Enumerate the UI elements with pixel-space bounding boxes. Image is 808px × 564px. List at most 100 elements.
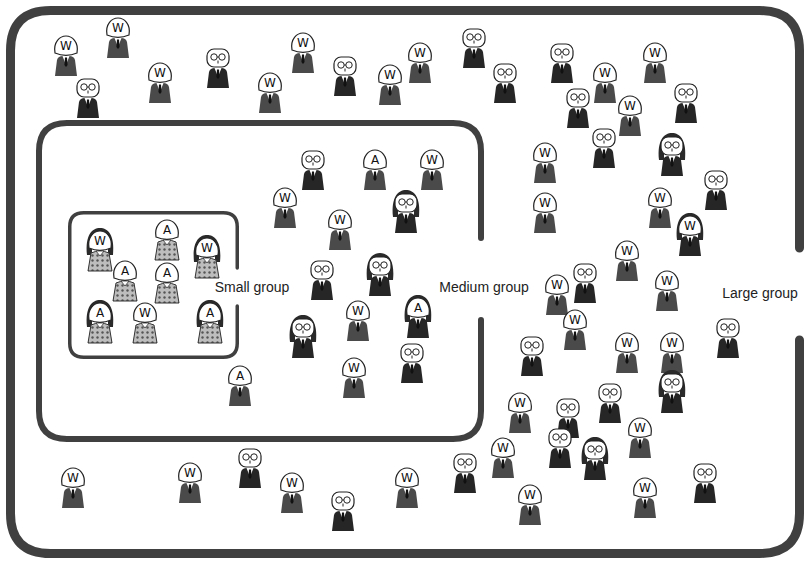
person-figure [659, 133, 686, 176]
person-figure [311, 261, 333, 300]
person-figure [87, 300, 114, 343]
person-figure [549, 429, 571, 468]
person-figure [229, 366, 252, 406]
person-figure [379, 65, 402, 105]
person-figure [207, 49, 229, 88]
group-region: Medium groupSmall group [36, 120, 484, 442]
person-figure [661, 333, 684, 373]
person-figure [574, 264, 596, 303]
head-letter: A [371, 154, 379, 166]
head-letter: A [121, 265, 129, 277]
head-letter: W [60, 40, 72, 52]
head-letter: W [112, 22, 124, 34]
head-letter: W [384, 69, 396, 81]
person-figure [155, 263, 179, 303]
person-figure [677, 213, 704, 256]
person-figure [659, 370, 686, 413]
head-letter: W [551, 279, 563, 291]
person-figure [454, 454, 476, 493]
person-figure [55, 36, 78, 76]
person-figure [546, 275, 569, 315]
head-letter: W [414, 47, 426, 59]
person-figure [717, 319, 739, 358]
head-letter: W [639, 482, 651, 494]
person-figure [290, 315, 317, 358]
group-label: Large group [720, 285, 800, 302]
group-label: Medium group [437, 279, 531, 296]
head-letter: W [286, 477, 298, 489]
head-letter: W [621, 245, 633, 257]
head-letter: W [666, 337, 678, 349]
head-letter: W [684, 220, 696, 232]
head-letter: A [414, 302, 422, 314]
person-figure [519, 485, 542, 525]
person-figure [675, 84, 697, 123]
person-figure [619, 96, 642, 136]
head-letter: W [569, 314, 581, 326]
person-figure [334, 57, 356, 96]
person-figure [343, 358, 366, 398]
head-letter: W [264, 77, 276, 89]
person-figure [332, 492, 354, 531]
group-label: Small group [213, 279, 292, 296]
person-figure [649, 188, 672, 228]
person-figure [551, 44, 573, 83]
head-letter: W [352, 305, 364, 317]
person-figure [281, 473, 304, 513]
head-letter: A [206, 307, 214, 319]
head-letter: W [497, 442, 509, 454]
group-border [39, 123, 481, 439]
head-letter: A [163, 224, 171, 236]
person-figure [656, 271, 679, 311]
person-figure [463, 29, 485, 68]
person-figure [155, 220, 179, 260]
head-letter: W [654, 192, 666, 204]
head-letter: W [154, 67, 166, 79]
person-figure [401, 344, 423, 383]
person-figure [364, 150, 387, 190]
person-figure [274, 188, 297, 228]
group-border [11, 11, 800, 554]
person-figure [393, 190, 420, 233]
head-letter: W [297, 37, 309, 49]
head-letter: W [514, 397, 526, 409]
person-figure [564, 310, 587, 350]
head-letter: W [201, 242, 213, 254]
head-letter: W [661, 275, 673, 287]
person-figure [107, 18, 130, 58]
person-figure [239, 449, 261, 488]
head-letter: W [94, 235, 106, 247]
person-figure [521, 337, 543, 376]
person-figure [405, 295, 432, 338]
person-figure [396, 468, 419, 508]
head-letter: W [426, 154, 438, 166]
head-letter: A [163, 267, 171, 279]
person-figure [634, 478, 657, 518]
person-figure [367, 253, 394, 296]
person-figure [494, 64, 516, 103]
person-figure [694, 464, 716, 503]
person-figure [594, 63, 617, 103]
head-letter: W [348, 362, 360, 374]
person-figure [302, 151, 324, 190]
head-letter: W [401, 472, 413, 484]
head-letter: A [236, 370, 244, 382]
person-figure [62, 468, 85, 508]
head-letter: W [634, 422, 646, 434]
head-letter: W [539, 197, 551, 209]
person-figure [77, 79, 99, 118]
person-figure [87, 228, 114, 271]
person-figure [705, 171, 727, 210]
person-figure [616, 333, 639, 373]
head-letter: W [539, 147, 551, 159]
head-letter: W [334, 214, 346, 226]
person-figure [179, 463, 202, 503]
person-figure [329, 210, 352, 250]
person-figure [534, 143, 557, 183]
head-letter: W [139, 307, 151, 319]
person-figure [409, 43, 432, 83]
head-letter: W [649, 47, 661, 59]
person-figure [644, 43, 667, 83]
